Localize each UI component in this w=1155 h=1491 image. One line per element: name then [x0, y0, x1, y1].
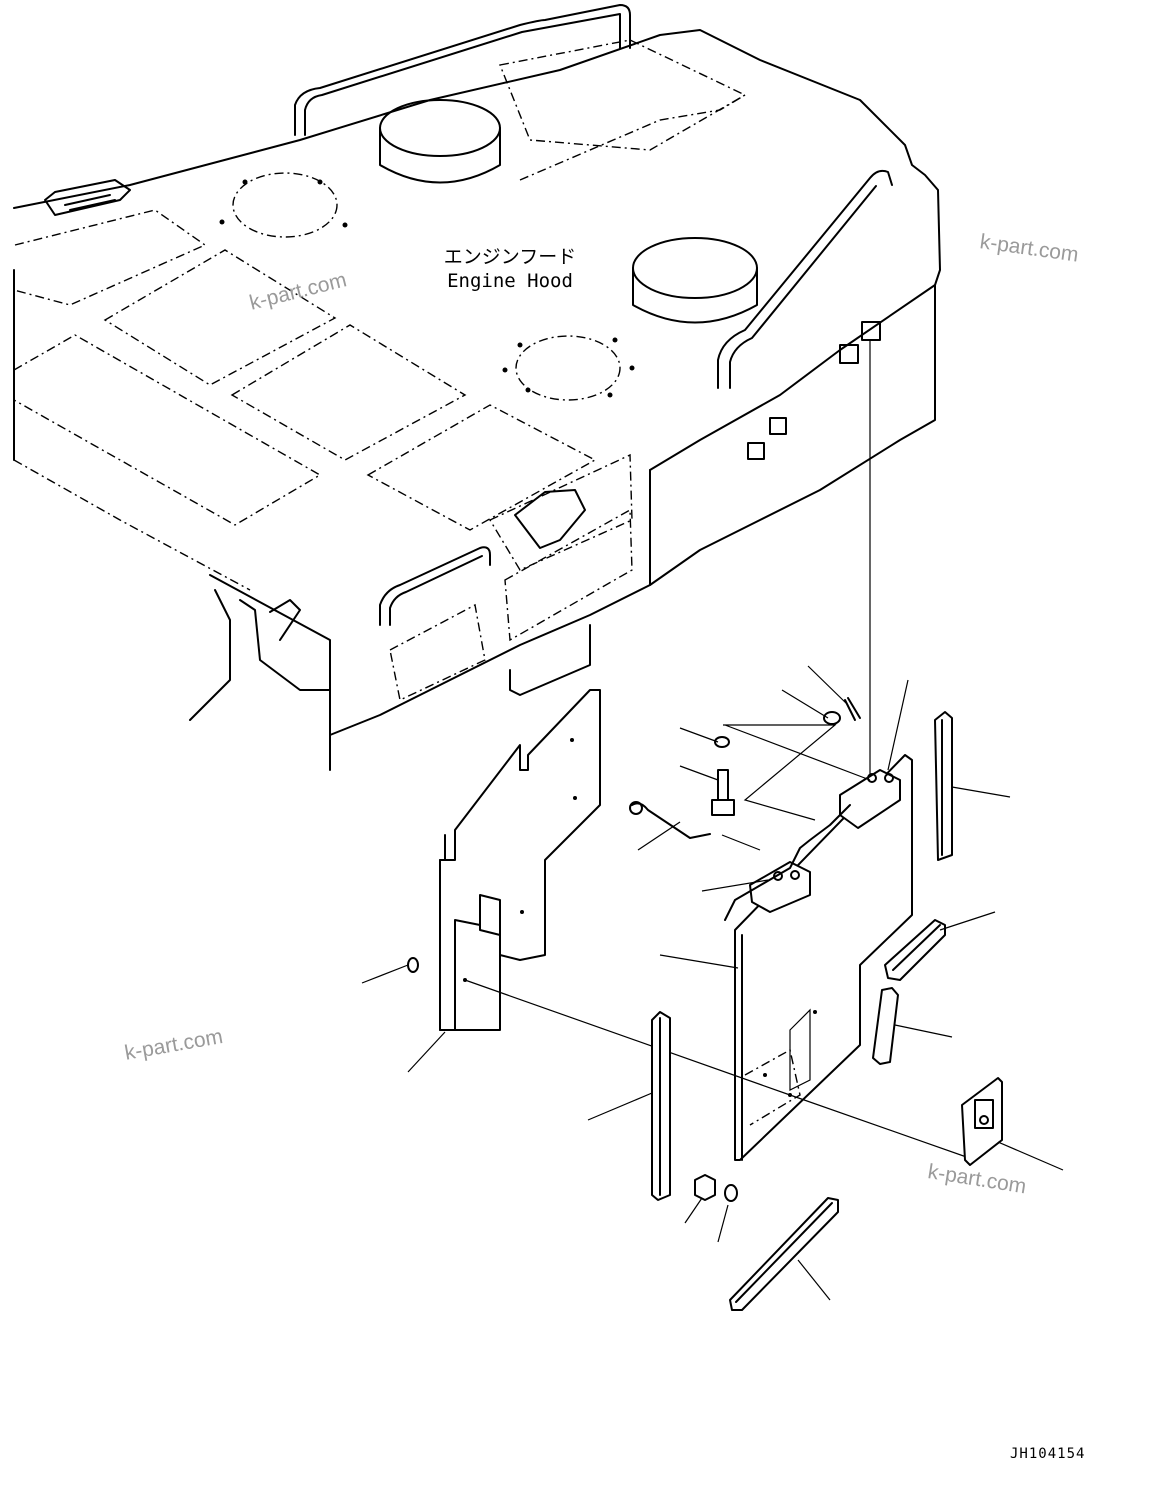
engine-hood-body — [13, 4, 941, 780]
rivet — [407, 957, 419, 973]
engine-hood-label: エンジンフード Engine Hood — [430, 245, 590, 293]
insulation-pad — [439, 689, 601, 1031]
engine-hood-label-jp: エンジンフード — [443, 246, 577, 268]
seal-strip-vertical-left — [651, 1011, 671, 1201]
washer-upper — [714, 736, 730, 748]
seal-strip-vertical-right — [934, 711, 953, 861]
seal-strip-short-2 — [872, 987, 899, 1065]
nut — [694, 1174, 716, 1201]
seal-strip-short-1 — [884, 919, 946, 981]
hinge-lower — [749, 861, 811, 913]
drawing-code: JH104154 — [1010, 1446, 1086, 1462]
stay-rod — [629, 801, 851, 921]
bolt — [711, 769, 735, 816]
leader-lines — [361, 665, 1064, 1301]
door-lock — [961, 1077, 1003, 1166]
side-door-panel — [734, 754, 913, 1161]
washer-right — [823, 711, 841, 725]
engine-hood-label-en: Engine Hood — [447, 270, 573, 292]
washer-lower — [724, 1184, 738, 1202]
cotter-pin — [844, 697, 861, 721]
seal-strip-bottom — [729, 1197, 839, 1311]
